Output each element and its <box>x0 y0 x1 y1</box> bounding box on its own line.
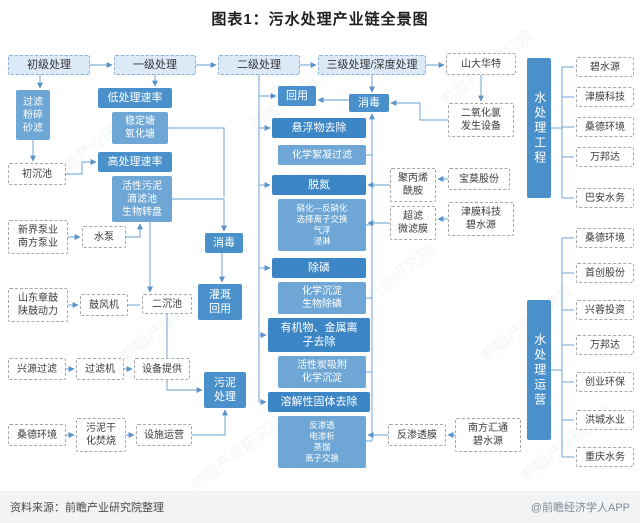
node-guangai: 灌溉 回用 <box>198 284 242 320</box>
node-baan: 巴安水务 <box>576 188 634 208</box>
edge-line <box>172 198 227 232</box>
node-clo2: 二氧化氯 发生设备 <box>448 103 514 137</box>
page-title: 图表1：污水处理产业链全景图 <box>211 11 429 28</box>
node-shouchuang: 首创股份 <box>576 263 634 283</box>
node-baomo: 宝莫股份 <box>448 168 510 190</box>
node-wending: 稳定塘 氧化塘 <box>112 112 168 144</box>
edge-line <box>192 409 228 436</box>
node-rongjie: 溶解性固体去除 <box>268 392 370 412</box>
node-high-rate: 高处理速率 <box>98 152 172 172</box>
node-sande-2: 桑德环境 <box>576 117 634 137</box>
node-xingyuan: 兴源过滤 <box>8 358 66 380</box>
node-youji: 有机物、金属离 子去除 <box>268 318 370 352</box>
node-chuchenchi: 初沉池 <box>8 163 66 185</box>
node-stage-level3: 三级处理/深度处理 <box>318 55 426 75</box>
node-shuibeng: 水泵 <box>82 226 126 248</box>
footer-bar: 资料来源：前瞻产业研究院整理 @前瞻经济学人APP <box>0 491 640 523</box>
node-guolv: 过滤 粉碎 砂滤 <box>16 90 50 140</box>
node-stage-level2: 二级处理 <box>218 55 300 75</box>
source-note: 资料来源：前瞻产业研究院整理 <box>10 502 164 514</box>
node-chuangye: 创业环保 <box>576 372 634 392</box>
node-bishuiyuan-1: 碧水源 <box>576 57 634 77</box>
credit-note: @前瞻经济学人APP <box>530 502 630 514</box>
edge-line <box>66 159 97 175</box>
node-tuodan-sub: 硝化—反硝化 选择离子交换 气浮 浸淋 <box>278 199 366 251</box>
node-xinjie: 新界泵业 南方泵业 <box>8 220 68 254</box>
node-xiaodu-top: 消毒 <box>349 94 389 112</box>
node-youji-sub: 活性炭吸附 化学沉淀 <box>278 356 366 388</box>
node-chongqing: 重庆水务 <box>576 447 634 467</box>
edge-line <box>168 127 225 197</box>
edge-line <box>166 314 203 393</box>
node-low-rate: 低处理速率 <box>98 88 172 108</box>
node-xuanfu: 悬浮物去除 <box>272 118 366 138</box>
edge-line <box>126 223 143 238</box>
node-hongcheng: 洪城水业 <box>576 410 634 430</box>
node-sheshi: 设施运营 <box>136 424 192 446</box>
node-huiyong: 回用 <box>278 86 316 106</box>
node-guolvji: 过滤机 <box>76 358 124 380</box>
node-sande-left: 桑德环境 <box>8 424 66 446</box>
node-jinmo-2: 津膜科技 <box>576 87 634 107</box>
node-pam: 聚丙烯 酰胺 <box>390 168 436 202</box>
node-wanbangda-2: 万邦达 <box>576 335 634 355</box>
node-stage-level1: 一级处理 <box>114 55 196 75</box>
node-gufengji: 鼓风机 <box>80 294 128 316</box>
node-huoxing: 活性污泥 滴滤池 生物转盘 <box>112 176 172 222</box>
node-chaolv: 超滤 微滤膜 <box>390 206 436 240</box>
node-jinmo-group: 津膜科技 碧水源 <box>448 202 514 236</box>
node-wuni: 污泥 处理 <box>204 372 246 408</box>
node-erchenchi: 二沉池 <box>142 294 192 314</box>
edge-line <box>390 100 448 121</box>
node-nanfang: 南方汇通 碧水源 <box>455 418 521 452</box>
node-shandong: 山东章鼓 陕鼓动力 <box>8 288 68 322</box>
node-wuni-ganhua: 污泥干 化焚烧 <box>76 418 126 452</box>
node-shandahuate: 山大华特 <box>446 53 516 75</box>
node-wanbangda-1: 万邦达 <box>576 147 634 167</box>
node-xingrong: 兴蓉投资 <box>576 300 634 320</box>
node-shebei: 设备提供 <box>134 358 190 380</box>
node-rongjie-sub: 反渗透 电渗析 蒸馏 离子交换 <box>278 416 366 468</box>
node-xiaodu-mid: 消毒 <box>205 233 243 253</box>
node-ro-mo: 反渗透膜 <box>388 424 446 446</box>
node-chulin: 除磷 <box>272 258 366 278</box>
node-chulin-sub: 化学沉淀 生物除磷 <box>278 282 366 314</box>
node-stage-primary: 初级处理 <box>8 55 90 75</box>
node-xuning: 化学絮凝过滤 <box>278 145 366 165</box>
node-eng-title: 水处理工程 <box>527 58 551 198</box>
node-sande-3: 桑德环境 <box>576 228 634 248</box>
node-op-title: 水处理运营 <box>527 300 551 440</box>
node-tuodan: 脱氮 <box>272 175 366 195</box>
